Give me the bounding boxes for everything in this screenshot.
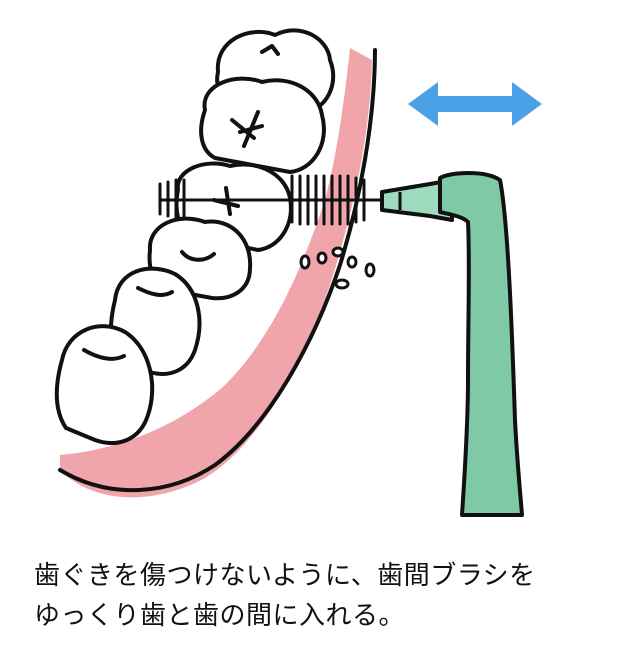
caption: 歯ぐきを傷つけないように、歯間ブラシを ゆっくり歯と歯の間に入れる。 xyxy=(34,556,594,636)
brush-handle xyxy=(438,171,524,517)
jaw-outline xyxy=(58,48,377,493)
debris xyxy=(299,246,376,290)
caption-line-2: ゆっくり歯と歯の間に入れる。 xyxy=(34,601,406,631)
interdental-brush-illustration xyxy=(54,28,542,517)
front-tooth-2 xyxy=(54,324,155,445)
caption-line-1: 歯ぐきを傷つけないように、歯間ブラシを xyxy=(34,561,536,591)
teeth xyxy=(54,28,336,445)
double-arrow-horizontal-icon xyxy=(408,82,542,126)
gum xyxy=(60,48,372,498)
